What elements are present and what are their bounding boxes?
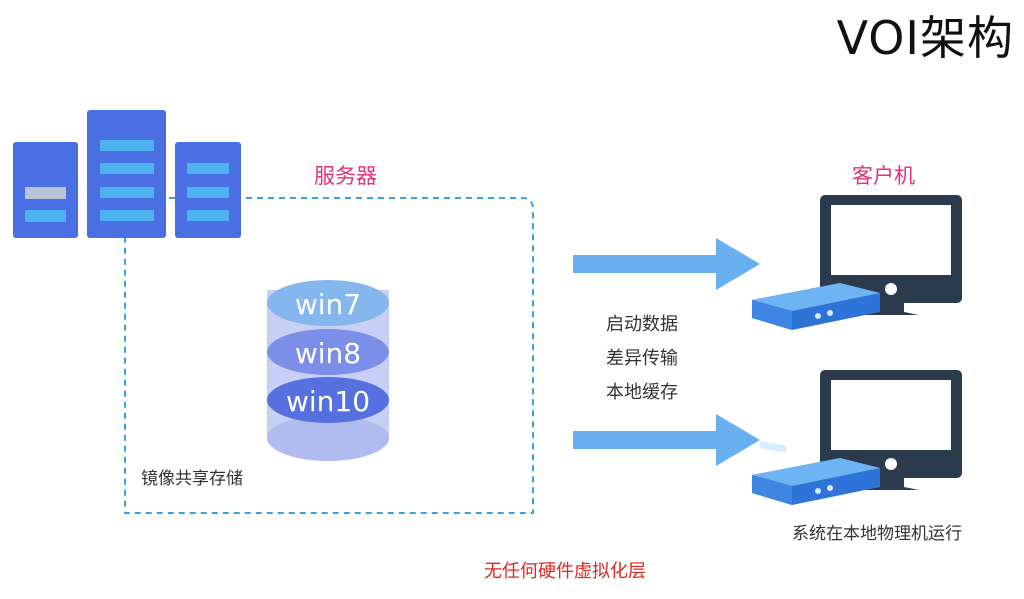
client-label: 客户机	[852, 164, 915, 188]
server-label: 服务器	[314, 164, 377, 188]
image-label-win10: win10	[286, 385, 370, 418]
right-arrow-icon	[573, 414, 760, 466]
page-title: VOI架构	[836, 11, 1014, 65]
no-hypervisor-label: 无任何硬件虚拟化层	[484, 561, 646, 582]
image-layer-win10	[267, 377, 389, 423]
desktop-computer-icon	[752, 195, 962, 453]
server-rack-icon	[13, 110, 241, 238]
transfer-line-local-cache: 本地缓存	[606, 382, 678, 403]
storage-cylinder-icon: win7 win8 win10	[267, 280, 389, 461]
storage-label: 镜像共享存储	[141, 469, 243, 489]
image-layer-win8	[267, 329, 389, 375]
transfer-line-diff: 差异传输	[606, 348, 678, 369]
desktop-computer-icon	[752, 370, 962, 505]
server-boundary	[124, 197, 534, 514]
local-run-label: 系统在本地物理机运行	[792, 524, 962, 544]
image-layer-win7	[267, 280, 389, 326]
transfer-line-boot-data: 启动数据	[606, 314, 678, 335]
transfer-description: 启动数据 差异传输 本地缓存	[606, 308, 678, 410]
image-label-win7: win7	[295, 288, 361, 321]
image-label-win8: win8	[295, 337, 361, 370]
right-arrow-icon	[573, 238, 760, 290]
